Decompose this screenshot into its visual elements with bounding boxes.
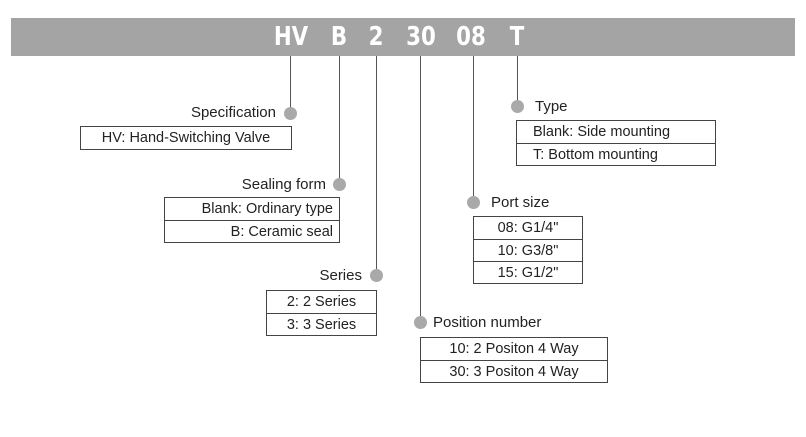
port-size-dot-icon: [467, 196, 480, 209]
series-option: 2: 2 Series: [286, 294, 357, 310]
connector-type: [517, 56, 518, 105]
type-title: Type: [535, 98, 568, 115]
connector-port-size: [473, 56, 474, 202]
model-code-bar: [11, 18, 795, 56]
code-segment-position: 30: [406, 22, 436, 52]
sealing-form-dot-icon: [333, 178, 346, 191]
sealing-form-title: Sealing form: [241, 176, 326, 193]
port-size-options: 08: G1/4" 10: G3/8" 15: G1/2": [473, 216, 583, 284]
code-segment-type: T: [509, 22, 525, 52]
type-options: Blank: Side mounting T: Bottom mounting: [516, 120, 716, 166]
connector-specification: [290, 56, 291, 112]
connector-position-number: [420, 56, 421, 322]
specification-option: HV: Hand-Switching Valve: [101, 130, 271, 146]
code-segment-series: 2: [368, 22, 384, 52]
type-option: Blank: Side mounting: [533, 124, 671, 140]
specification-dot-icon: [284, 107, 297, 120]
sealing-form-options: Blank: Ordinary type B: Ceramic seal: [164, 197, 340, 243]
port-size-option: 08: G1/4": [497, 220, 559, 236]
specification-title: Specification: [190, 104, 276, 121]
series-option: 3: 3 Series: [267, 313, 376, 335]
code-segment-hv: HV: [273, 22, 309, 52]
specification-options: HV: Hand-Switching Valve: [80, 126, 292, 150]
port-size-option: 15: G1/2": [474, 261, 582, 283]
code-segment-port: 08: [456, 22, 486, 52]
type-dot-icon: [511, 100, 524, 113]
connector-series: [376, 56, 377, 275]
code-segment-sealing: B: [330, 22, 348, 52]
sealing-form-option: B: Ceramic seal: [165, 220, 339, 242]
type-option: T: Bottom mounting: [517, 143, 715, 165]
series-title: Series: [319, 267, 362, 284]
position-number-options: 10: 2 Positon 4 Way 30: 3 Positon 4 Way: [420, 337, 608, 383]
position-number-dot-icon: [414, 316, 427, 329]
connector-sealing-form: [339, 56, 340, 184]
sealing-form-option: Blank: Ordinary type: [201, 201, 333, 217]
position-number-option: 30: 3 Positon 4 Way: [421, 360, 607, 382]
port-size-option: 10: G3/8": [474, 239, 582, 261]
port-size-title: Port size: [491, 194, 550, 211]
position-number-title: Position number: [433, 314, 542, 331]
series-dot-icon: [370, 269, 383, 282]
position-number-option: 10: 2 Positon 4 Way: [449, 341, 579, 357]
series-options: 2: 2 Series 3: 3 Series: [266, 290, 377, 336]
